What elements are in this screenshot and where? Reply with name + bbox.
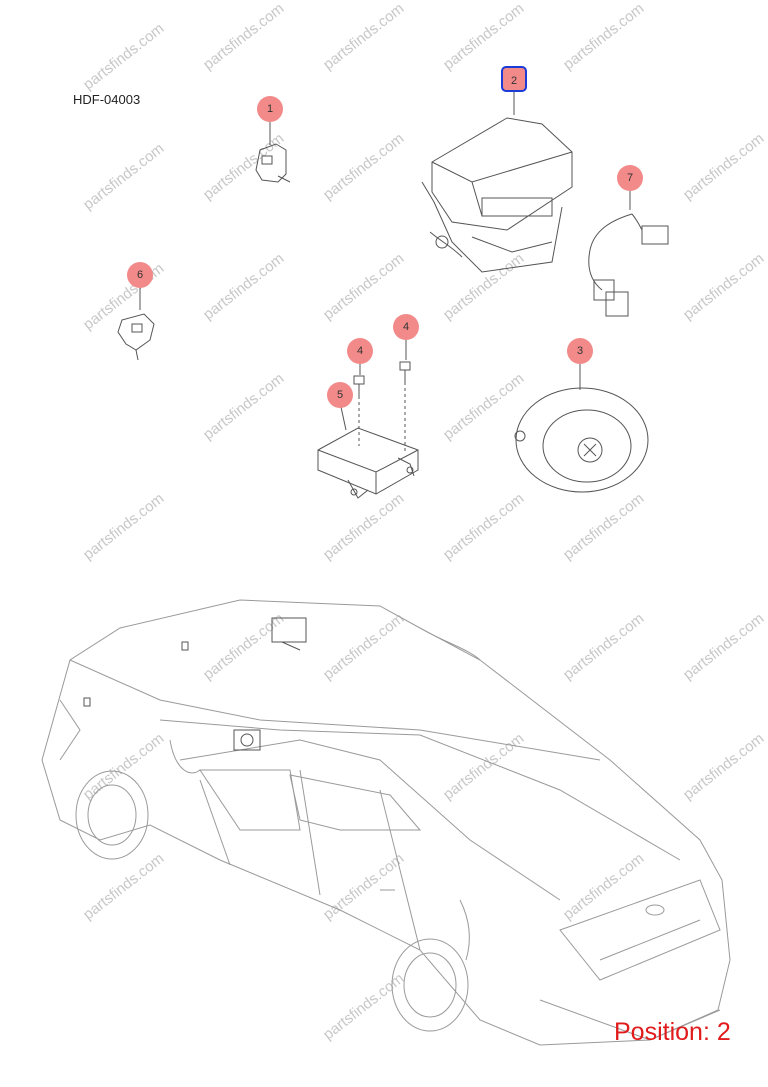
callout-4b[interactable]: 4	[393, 314, 419, 340]
callout-2-selected[interactable]: 2	[501, 66, 527, 92]
callout-3[interactable]: 3	[567, 338, 593, 364]
callout-5[interactable]: 5	[327, 382, 353, 408]
part-5-control-module	[317, 427, 419, 499]
vehicle-component-markers	[83, 617, 307, 751]
part-7-wiring-harness	[588, 213, 669, 317]
vehicle-outline	[41, 599, 731, 1046]
position-value: 2	[716, 1018, 731, 1046]
part-2-passenger-airbag	[421, 117, 573, 273]
part-3-driver-airbag	[514, 387, 649, 493]
callout-4a[interactable]: 4	[347, 338, 373, 364]
position-label-text: Position:	[614, 1018, 710, 1046]
callout-6[interactable]: 6	[127, 262, 153, 288]
part-1-sensor	[255, 143, 291, 183]
part-6-sensor	[117, 313, 155, 361]
diagram-reference-code: HDF-04003	[73, 92, 141, 107]
position-indicator: Position: 2	[614, 1018, 731, 1047]
leader-line-5	[340, 406, 347, 431]
callout-7[interactable]: 7	[617, 165, 643, 191]
part-4-bolt-a	[353, 375, 365, 446]
part-4-bolt-b	[399, 361, 411, 452]
callout-1[interactable]: 1	[257, 96, 283, 122]
